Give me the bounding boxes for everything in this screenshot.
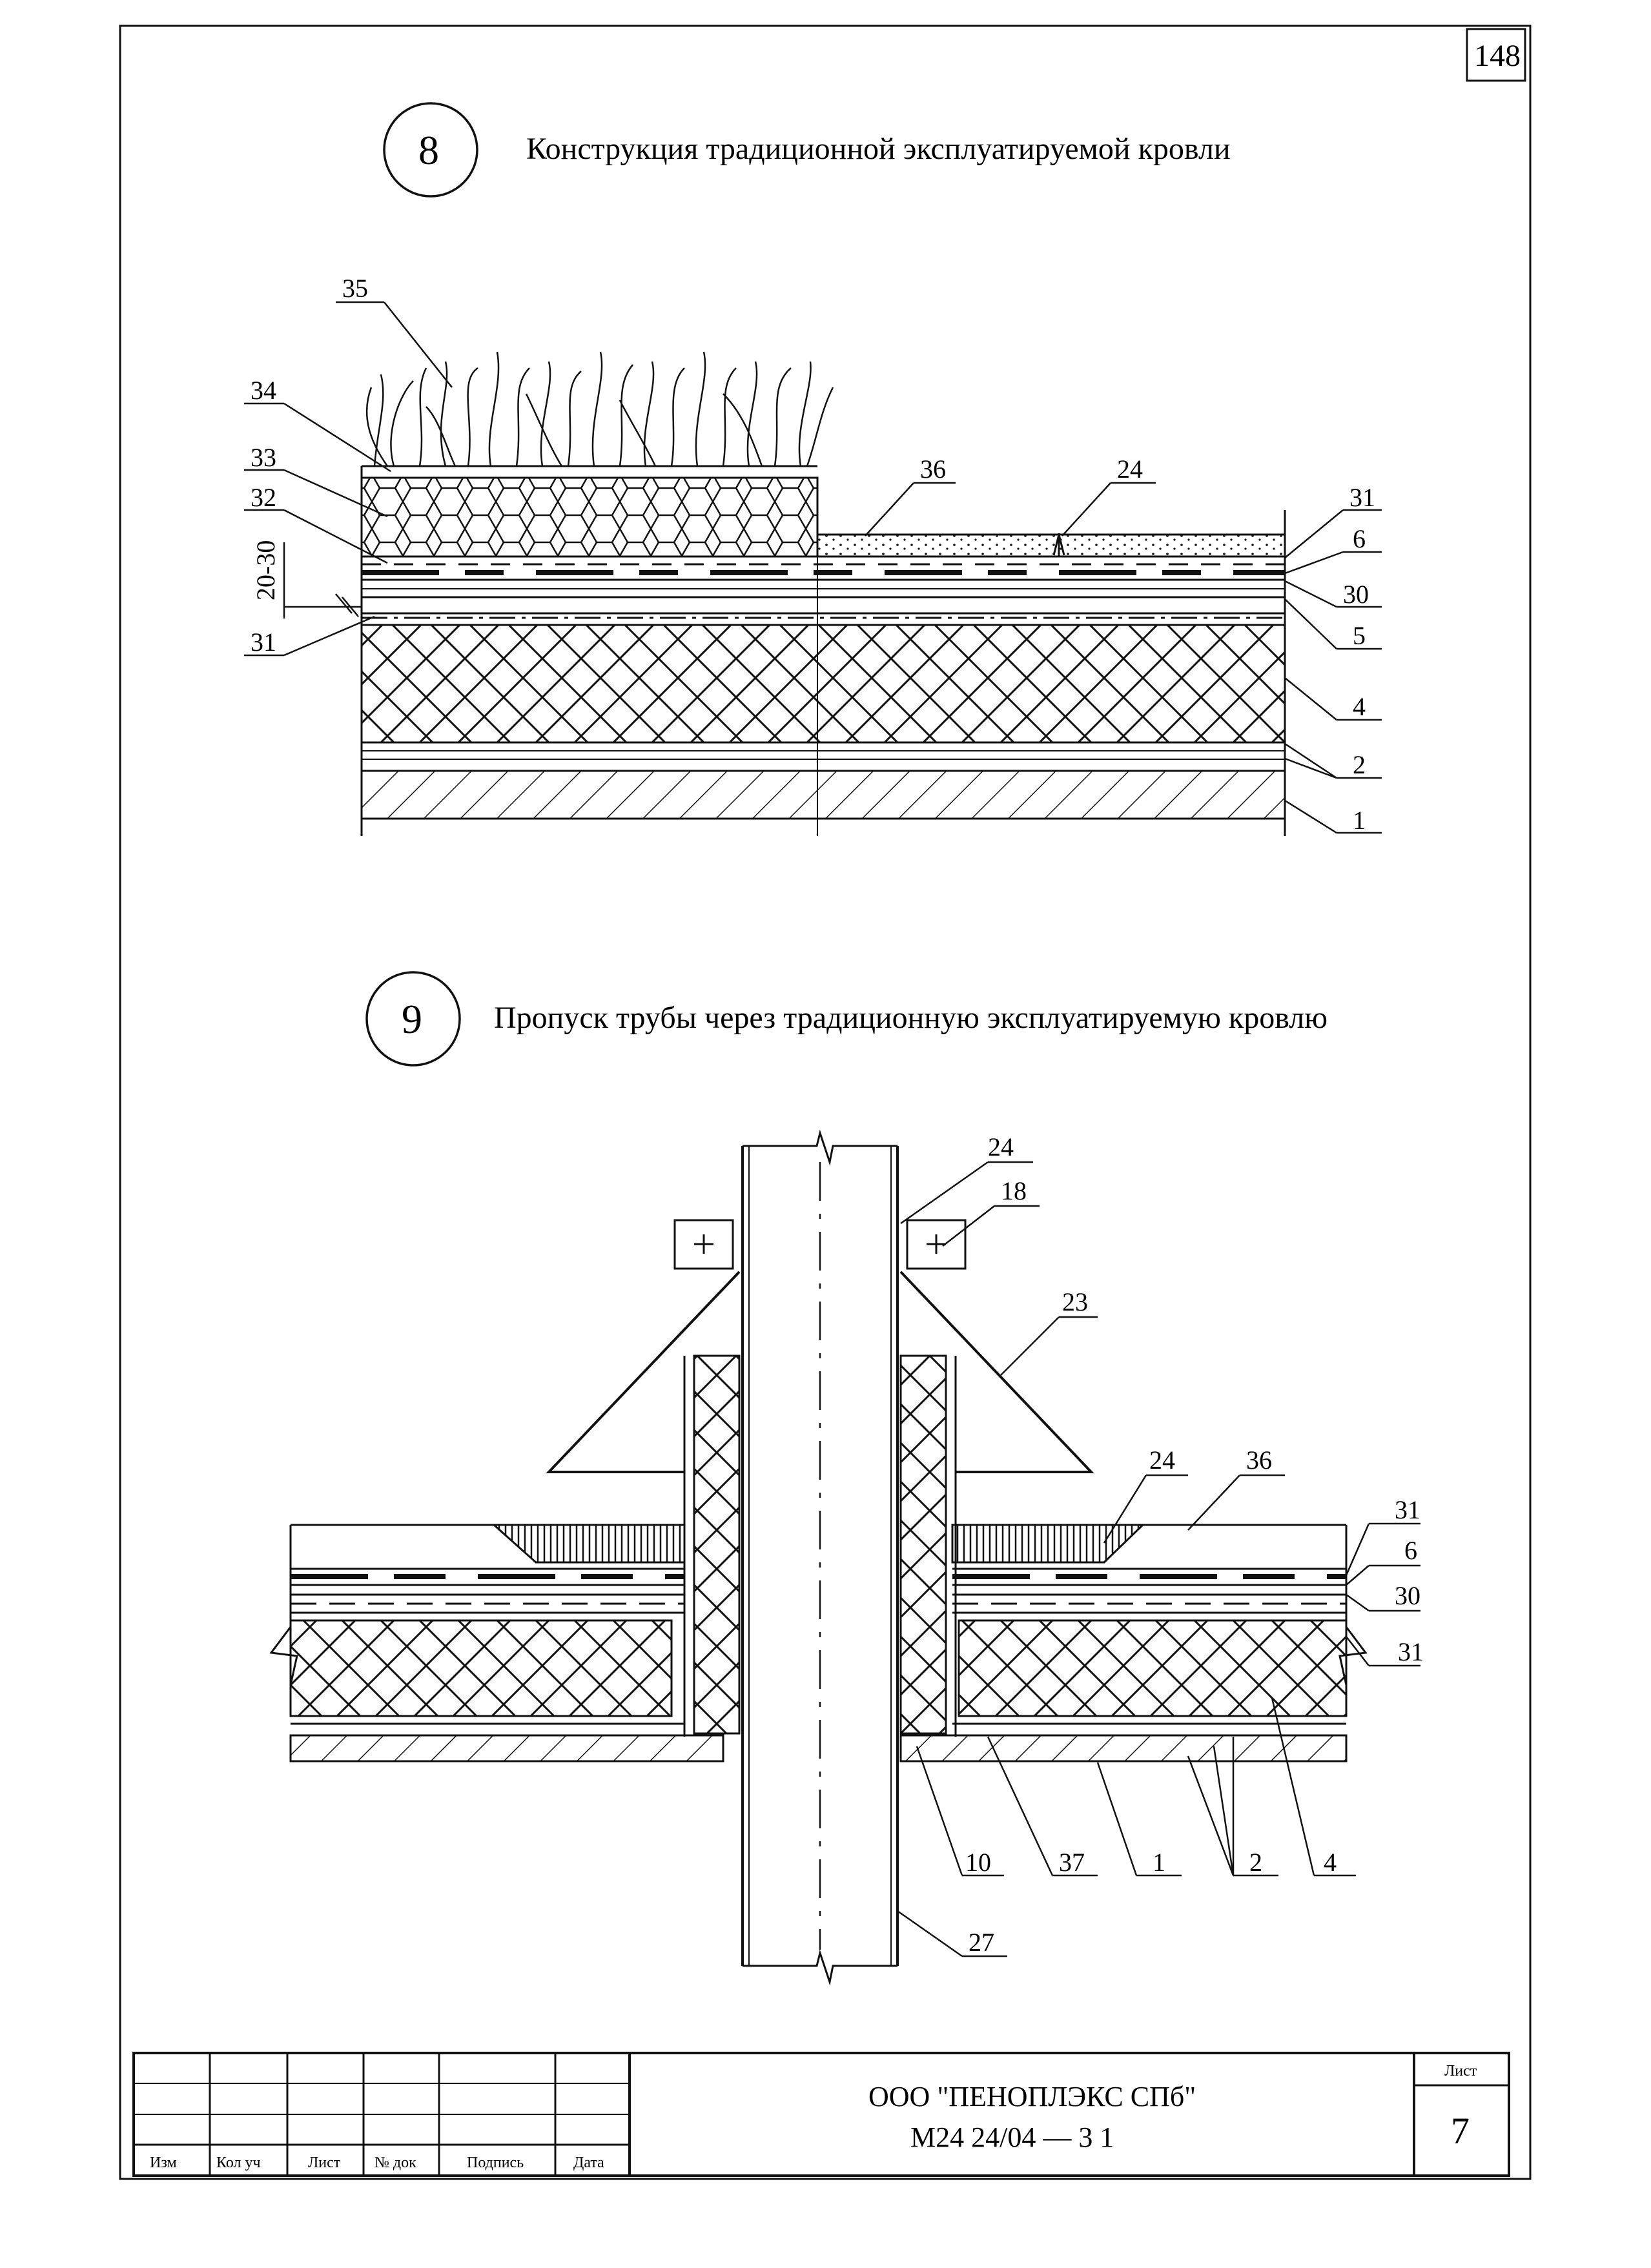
detail-9: 9 Пропуск трубы через традиционную экспл… bbox=[269, 971, 1424, 1986]
detail-9-title: Пропуск трубы через традиционную эксплуа… bbox=[494, 1001, 1328, 1035]
col-izm: Изм bbox=[150, 2154, 177, 2171]
detail-8-title: Конструкция традиционной эксплуатируемой… bbox=[526, 132, 1231, 166]
callout-1: 1 bbox=[1153, 1848, 1165, 1877]
callout-6: 6 bbox=[1353, 524, 1366, 553]
callout-31-right: 31 bbox=[1349, 483, 1375, 512]
callout-24-mid: 24 bbox=[1149, 1446, 1175, 1475]
callout-2: 2 bbox=[1249, 1848, 1262, 1877]
callout-4: 4 bbox=[1324, 1848, 1337, 1877]
sheet-number: 7 bbox=[1451, 2110, 1470, 2152]
callout-5: 5 bbox=[1353, 621, 1366, 650]
title-block-text: Изм Кол уч Лист № док Подпись Дата ООО "… bbox=[150, 2063, 1477, 2171]
callout-36: 36 bbox=[920, 455, 946, 484]
detail-9-number: 9 bbox=[402, 996, 422, 1042]
callout-1: 1 bbox=[1353, 806, 1366, 835]
callout-31-b: 31 bbox=[1398, 1637, 1424, 1666]
callout-32: 32 bbox=[251, 483, 276, 512]
col-kol-uch: Кол уч bbox=[216, 2154, 261, 2171]
col-date: Дата bbox=[573, 2154, 604, 2171]
callout-34: 34 bbox=[251, 376, 276, 405]
document-code: М24 24/04 — 3 1 bbox=[910, 2121, 1114, 2153]
detail-8: 8 Конструкция традиционной эксплуатируем… bbox=[244, 102, 1382, 836]
detail-9-labels: 24 18 23 24 36 31 6 30 31 10 37 1 2 4 27 bbox=[965, 1132, 1424, 1957]
col-sign: Подпись bbox=[467, 2154, 524, 2171]
sheet-label: Лист bbox=[1444, 2063, 1477, 2079]
callout-24: 24 bbox=[1117, 455, 1143, 484]
title-block bbox=[132, 2052, 1510, 2177]
page-number: 148 bbox=[1474, 39, 1521, 73]
callout-33: 33 bbox=[251, 443, 276, 472]
col-doc: № док bbox=[374, 2154, 416, 2171]
callout-37: 37 bbox=[1059, 1848, 1085, 1877]
detail-8-marker bbox=[383, 102, 478, 198]
company-name: ООО "ПЕНОПЛЭКС СПб" bbox=[868, 2081, 1196, 2112]
callout-23: 23 bbox=[1062, 1287, 1088, 1316]
callout-30: 30 bbox=[1395, 1581, 1420, 1610]
page-number-box: 148 bbox=[1466, 28, 1526, 82]
callout-10: 10 bbox=[965, 1848, 991, 1877]
callout-24-top: 24 bbox=[988, 1132, 1014, 1161]
roof-section-8 bbox=[244, 301, 1382, 836]
callout-6: 6 bbox=[1404, 1536, 1417, 1565]
col-list: Лист bbox=[308, 2154, 341, 2171]
detail-8-labels: 35 34 33 32 31 36 24 31 6 30 5 4 2 1 20-… bbox=[251, 274, 1375, 835]
callout-35: 35 bbox=[342, 274, 368, 303]
callout-36: 36 bbox=[1246, 1446, 1272, 1475]
callout-31-a: 31 bbox=[1395, 1495, 1420, 1524]
callout-31-left: 31 bbox=[251, 628, 276, 657]
callout-30: 30 bbox=[1343, 580, 1369, 609]
callout-2: 2 bbox=[1353, 750, 1366, 779]
dimension-20-30: 20-30 bbox=[251, 540, 280, 600]
callout-4: 4 bbox=[1353, 692, 1366, 721]
callout-18: 18 bbox=[1001, 1176, 1027, 1205]
detail-9-marker bbox=[365, 971, 461, 1067]
pipe-penetration bbox=[269, 1129, 1420, 1986]
frame bbox=[119, 25, 1532, 2180]
callout-27: 27 bbox=[969, 1928, 994, 1957]
detail-8-number: 8 bbox=[418, 127, 439, 173]
